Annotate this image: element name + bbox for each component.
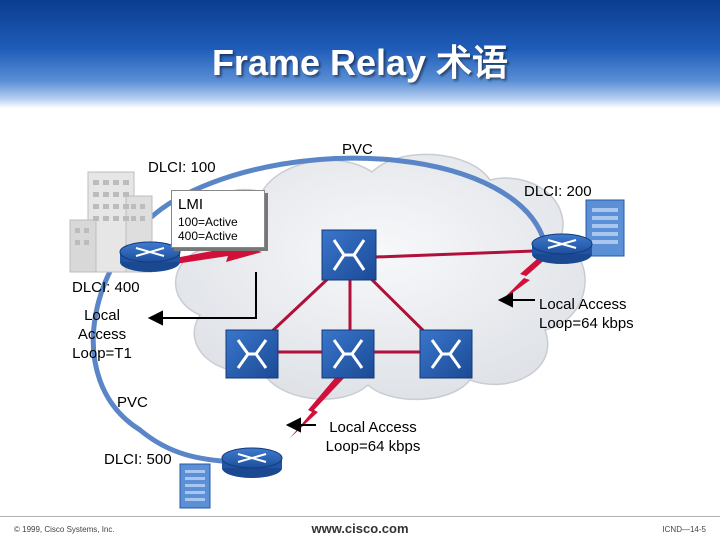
frame-relay-switch-icon — [321, 229, 377, 281]
server-icon — [585, 199, 625, 257]
callout-arrows — [147, 272, 535, 433]
dlci-label-100: DLCI: 100 — [148, 159, 216, 176]
slide-header — [0, 0, 720, 108]
dlci-label-500: DLCI: 500 — [104, 451, 172, 468]
dlci-label-400: DLCI: 400 — [72, 279, 140, 296]
slide-footer: © 1999, Cisco Systems, Inc. www.cisco.co… — [0, 516, 720, 541]
frame-relay-switch-icon — [419, 329, 473, 379]
frame-relay-switch-icon — [225, 329, 279, 379]
router-icon — [221, 447, 283, 478]
local-access-loop-label-left: Local Access Loop=T1 — [72, 307, 132, 362]
local-access-loop-label-bottom: Local Access Loop=64 kbps — [325, 419, 421, 455]
copyright-text: © 1999, Cisco Systems, Inc. — [14, 525, 115, 534]
dlci-label-200: DLCI: 200 — [524, 183, 592, 200]
router-icon — [531, 233, 593, 264]
pvc-label-top: PVC — [342, 141, 373, 158]
server-icon — [179, 463, 211, 509]
lmi-title: LMI — [178, 196, 204, 213]
page-number: ICND—14-5 — [662, 525, 706, 534]
pvc-label-left: PVC — [117, 394, 148, 411]
website-link: www.cisco.com — [311, 521, 409, 536]
frame-relay-switch-icon — [321, 329, 375, 379]
local-access-loop-label-right: Local Access Loop=64 kbps — [539, 296, 634, 332]
lmi-status-box: LMI 100=Active 400=Active — [171, 190, 265, 248]
router-icon — [119, 241, 181, 272]
slide-title: Frame Relay 术语 — [211, 42, 509, 83]
lmi-status-line-1: 100=Active — [178, 215, 238, 229]
lmi-status-line-2: 400=Active — [178, 229, 238, 243]
